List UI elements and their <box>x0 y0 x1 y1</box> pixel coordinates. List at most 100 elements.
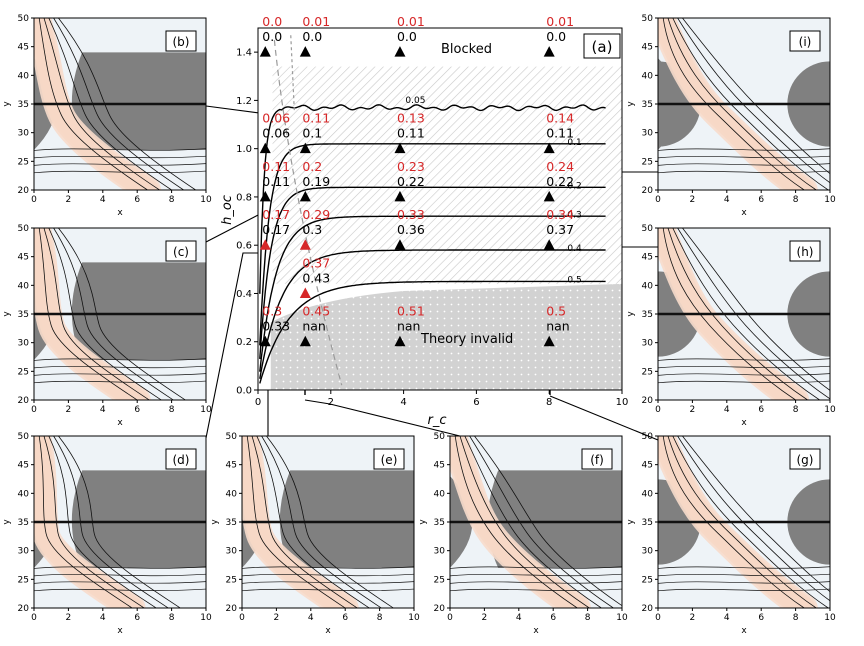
flow-streamline-lower <box>658 373 830 376</box>
y-tick-label: 40 <box>434 489 446 499</box>
x-tick-label: 10 <box>824 195 836 205</box>
x-axis-label: x <box>117 418 123 428</box>
obstacle-right <box>279 470 414 568</box>
flow-streamline-lower <box>242 573 414 577</box>
data-point-black-value: 0.36 <box>397 222 425 237</box>
contour-label: 0.5 <box>567 276 581 286</box>
y-tick-label: 0.8 <box>236 192 252 203</box>
data-point-marker <box>543 46 555 57</box>
y-tick-label: 50 <box>434 432 446 442</box>
y-tick-label: 30 <box>642 339 654 349</box>
flow-streamline-lower <box>34 358 206 361</box>
data-point-marker <box>259 190 271 202</box>
x-tick-label: 8 <box>377 613 383 623</box>
x-tick-label: 8 <box>793 613 799 623</box>
x-tick-label: 4 <box>100 195 106 205</box>
panel-label-box <box>165 448 197 470</box>
data-point-black-value: 0.22 <box>397 174 425 189</box>
data-point-marker <box>299 190 311 202</box>
data-point-red-value: 0.14 <box>546 111 574 126</box>
y-tick-label: 20 <box>642 186 654 196</box>
flow-streamline <box>256 436 370 608</box>
y-tick-label: 35 <box>18 100 29 110</box>
flow-streamline-lower <box>658 155 830 159</box>
y-tick-label: 45 <box>18 253 29 263</box>
y-axis-label: y <box>418 519 428 525</box>
data-point-red-value: 0.45 <box>302 304 330 319</box>
flow-streamline <box>266 436 394 608</box>
flow-streamline <box>43 18 160 190</box>
x-tick-label: 8 <box>546 397 552 408</box>
flow-streamline <box>43 436 145 608</box>
subpanel-content <box>242 436 414 608</box>
flow-streamline <box>459 436 590 608</box>
data-point-black-value: 0.06 <box>262 126 290 141</box>
data-point-marker <box>394 190 406 202</box>
flow-streamline-lower <box>658 588 830 592</box>
x-tick-label: 10 <box>200 613 212 623</box>
contour-line <box>259 143 606 346</box>
y-tick-label: 40 <box>642 489 654 499</box>
data-point-red-value: 0.2 <box>302 159 322 174</box>
y-tick-label: 40 <box>642 281 654 291</box>
flow-streamline <box>469 436 614 608</box>
y-tick-label: 20 <box>18 396 30 406</box>
subpanel-content <box>34 228 206 400</box>
y-tick-label: 20 <box>226 604 238 614</box>
y-tick-label: 25 <box>18 575 29 585</box>
contour-line <box>259 280 606 384</box>
x-tick-label: 8 <box>793 195 799 205</box>
flow-streamline-lower <box>242 581 414 584</box>
theory-invalid-label: Theory invalid <box>420 332 513 347</box>
obstacle-right <box>71 52 206 150</box>
x-tick-label: 6 <box>134 405 140 415</box>
panel-label-i: (i) <box>799 35 812 49</box>
y-tick-label: 35 <box>642 310 653 320</box>
data-point-black-value: 0.22 <box>546 174 574 189</box>
connector-line <box>304 399 469 439</box>
flow-streamline-lower <box>658 380 830 384</box>
x-tick-label: 6 <box>342 613 348 623</box>
data-point-black-value: nan <box>302 319 326 334</box>
y-tick-label: 50 <box>18 14 30 24</box>
panel-label-b: (b) <box>173 35 190 49</box>
flow-streamline <box>662 228 796 400</box>
data-point-red-value: 0.5 <box>546 304 566 319</box>
y-tick-label: 50 <box>642 432 654 442</box>
flow-streamline-lower <box>242 588 414 592</box>
data-point-black-value: 0.19 <box>302 174 330 189</box>
flow-streamline-lower <box>658 566 830 569</box>
x-tick-label: 0 <box>447 613 453 623</box>
x-tick-label: 6 <box>758 613 764 623</box>
data-point-black-value: 0.0 <box>546 29 566 44</box>
x-tick-label: 4 <box>516 613 522 623</box>
x-tick-label: 6 <box>758 405 764 415</box>
connector-line <box>549 395 659 441</box>
y-tick-label: 20 <box>18 604 30 614</box>
x-tick-label: 2 <box>66 405 72 415</box>
y-tick-label: 25 <box>642 157 653 167</box>
x-tick-label: 0 <box>655 405 661 415</box>
x-tick-label: 10 <box>824 613 836 623</box>
x-tick-label: 10 <box>408 613 420 623</box>
hatched-region <box>272 66 622 284</box>
y-tick-label: 1.4 <box>236 48 252 59</box>
data-point-black-value: 0.43 <box>302 270 330 285</box>
flow-streamline-lower <box>658 581 830 584</box>
y-tick-label: 0.2 <box>236 337 252 348</box>
obstacle-right <box>71 262 206 360</box>
x-tick-label: 10 <box>616 613 628 623</box>
flow-streamline-lower <box>450 566 622 569</box>
y-tick-label: 20 <box>642 396 654 406</box>
plot-frame <box>257 27 623 391</box>
y-tick-label: 30 <box>226 547 238 557</box>
y-tick-label: 30 <box>18 547 30 557</box>
data-point-red-value: 0.24 <box>546 159 574 174</box>
x-axis-label: x <box>741 626 747 636</box>
data-point-black-value: 0.0 <box>262 29 282 44</box>
data-point-marker <box>299 239 311 250</box>
data-point-black-value: 0.3 <box>302 222 322 237</box>
flow-streamline <box>662 18 805 190</box>
